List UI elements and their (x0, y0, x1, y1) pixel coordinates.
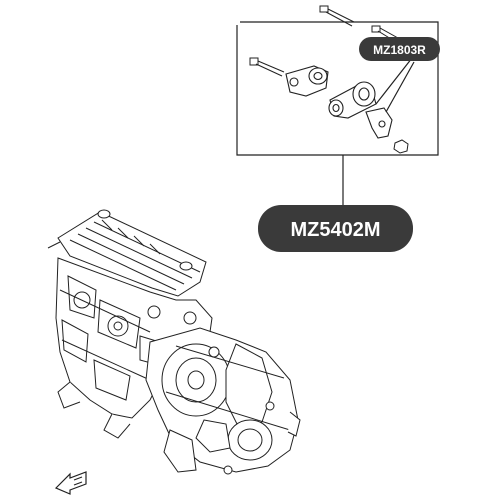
bolt-top-left (319, 5, 355, 27)
mount-bracket (285, 65, 329, 97)
leader-lines (342, 57, 415, 205)
part-number-large: MZ5402M (290, 219, 380, 241)
detail-inset (236, 21, 439, 156)
engine-assembly (47, 209, 301, 475)
valve-cover (57, 211, 207, 297)
nut-bottom (393, 139, 409, 154)
bolts (249, 5, 409, 154)
callout-small: MZ1803R (359, 37, 440, 61)
inset-frame (236, 21, 439, 156)
torque-rod (328, 81, 393, 139)
bolt-left (249, 57, 285, 77)
part-number-small: MZ1803R (373, 43, 426, 57)
callout-large: MZ5402M (258, 205, 413, 252)
front-direction-arrow-icon (54, 471, 87, 495)
